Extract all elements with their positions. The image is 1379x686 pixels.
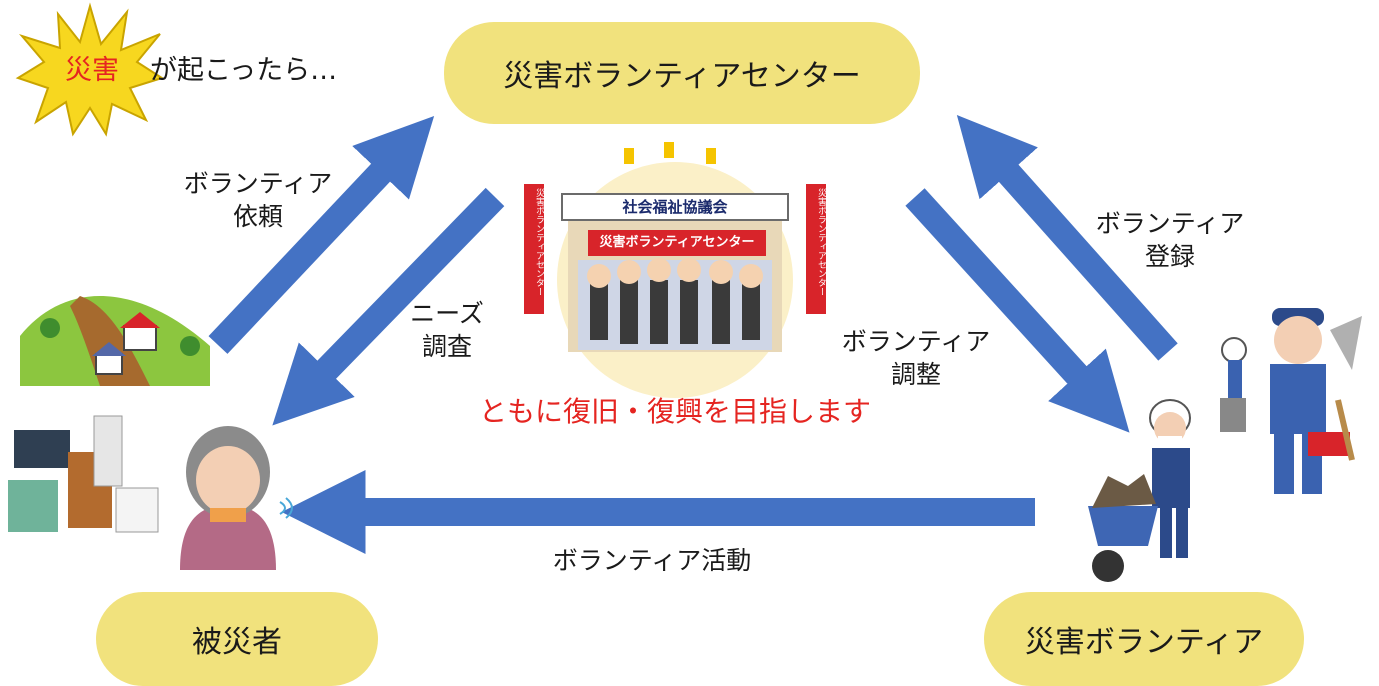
- label-needs-text: ニーズ 調査: [410, 299, 484, 361]
- label-coordination: ボランティア 調整: [826, 326, 1006, 391]
- label-activity: ボランティア活動: [552, 546, 752, 575]
- label-request-text: ボランティア 依頼: [183, 169, 333, 231]
- node-volunteers: 災害ボランティア: [984, 592, 1304, 686]
- arrow-needs: [272, 187, 505, 426]
- banner-middle-text: 災害ボランティアセンター: [599, 235, 755, 250]
- burst-caption: が起こったら…: [150, 55, 338, 86]
- elderly-person-art: [180, 426, 293, 570]
- arrow-coordination: [905, 188, 1130, 433]
- burst-word: 災害: [65, 55, 119, 86]
- label-needs: ニーズ 調査: [392, 298, 502, 363]
- label-registration-text: ボランティア 登録: [1095, 209, 1245, 271]
- debris-illustration: [8, 410, 168, 540]
- node-victims: 被災者: [96, 592, 378, 686]
- debris-art: [8, 415, 159, 533]
- volunteer-tools-illustration: [1212, 300, 1372, 500]
- label-coordination-text: ボランティア 調整: [841, 327, 991, 389]
- center-illustration: 社会福祉協議会 災害ボランティアセンター 災害ボランティアセンター 災害ボランテ…: [520, 130, 830, 400]
- label-registration: ボランティア 登録: [1080, 208, 1260, 273]
- side-flag-right: 災害ボランティアセンター: [816, 188, 826, 296]
- label-request: ボランティア 依頼: [168, 168, 348, 233]
- elderly-person-illustration: [170, 410, 300, 570]
- center-illustration-art: [524, 142, 826, 398]
- slogan: ともに復旧・復興を目指します: [478, 395, 871, 428]
- landslide-illustration: [20, 276, 210, 386]
- side-flag-left: 災害ボランティアセンター: [534, 188, 544, 296]
- burst-star-icon: [15, 2, 165, 137]
- tools-art: [1220, 308, 1362, 494]
- arrow-request: [208, 115, 435, 354]
- node-center: 災害ボランティアセンター: [444, 22, 920, 124]
- wheelbarrow-art: [1088, 399, 1191, 582]
- banner-top-text: 社会福祉協議会: [622, 198, 728, 216]
- volunteer-wheelbarrow-illustration: [1078, 396, 1228, 586]
- arrow-registration: [956, 115, 1178, 361]
- landslide-art: [20, 296, 210, 386]
